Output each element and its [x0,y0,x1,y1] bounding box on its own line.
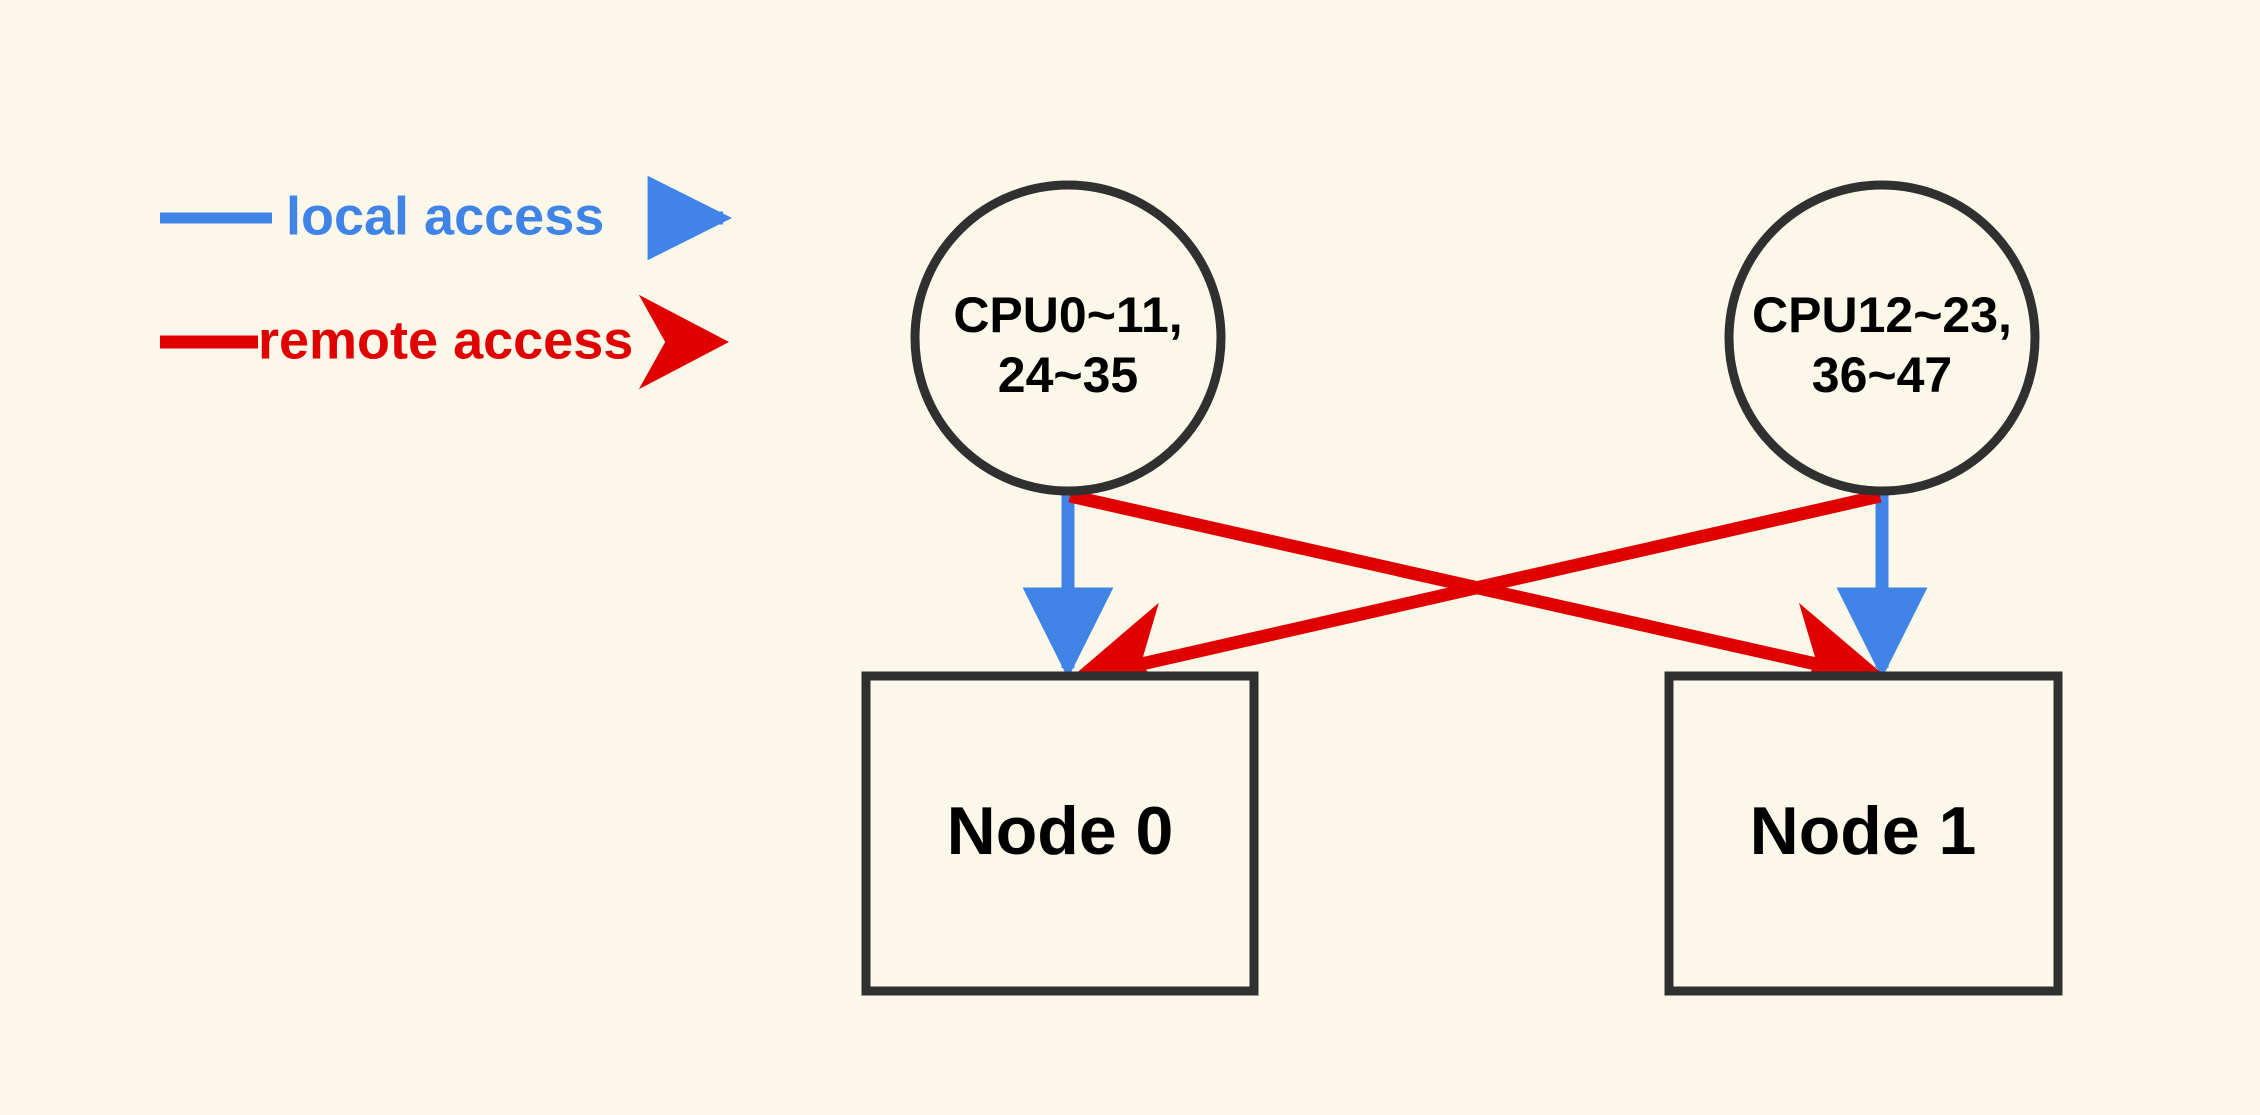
edge-remote-access-cpu1-node0[interactable] [1067,489,1882,712]
node-1-rect [1664,671,2063,996]
cpu-group-1-circle [1724,180,2040,496]
cpu-group-0-circle [910,180,1226,496]
node-1-box[interactable]: Node 1 [1664,671,2063,996]
cpu-group-0-label-line2: 24~35 [998,347,1138,403]
cpu-group-1-node[interactable]: CPU12~23, 36~47 [1724,180,2040,496]
cpu-group-0-label-line1: CPU0~11, [953,287,1182,343]
legend-remote-label: remote access [258,310,633,370]
legend-local-label: local access [286,186,604,246]
legend-item-remote-access[interactable]: remote access [160,294,730,390]
legend-item-local-access[interactable]: local access [160,175,733,261]
node-0-box[interactable]: Node 0 [861,671,1259,996]
cpu-group-1-label-line1: CPU12~23, [1752,287,2012,343]
cpu-group-1-label-line2: 36~47 [1812,347,1952,403]
legend: local access remote access [160,175,733,390]
node-0-rect [861,671,1259,996]
node-1-label: Node 1 [1750,793,1977,869]
node-0-label: Node 0 [947,793,1174,869]
cpu-group-0-node[interactable]: CPU0~11, 24~35 [910,180,1226,496]
